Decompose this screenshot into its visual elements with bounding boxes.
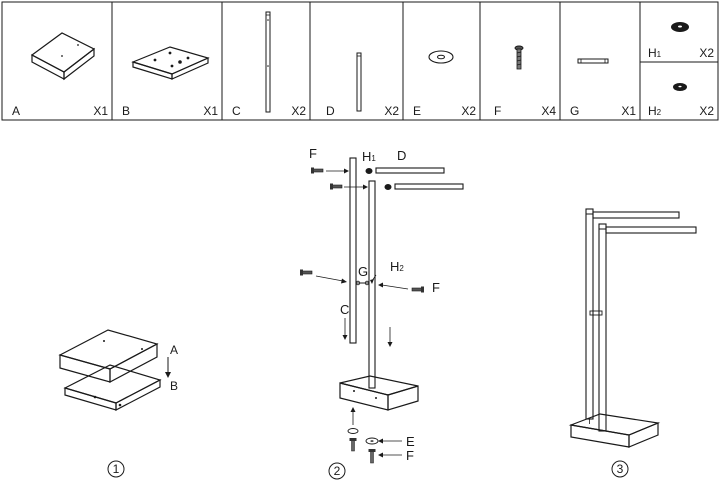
connector-rod-icon [577, 58, 609, 64]
step-2-label-c: C [340, 302, 349, 317]
screw-icon [330, 183, 343, 190]
step-2-label-e: E [406, 434, 415, 449]
washer-icon [428, 50, 454, 64]
step-1-illustration: A B [58, 329, 178, 411]
part-h1-label: H1 [648, 46, 662, 60]
step-2-label-d: D [397, 148, 406, 163]
part-a-letter: A [12, 104, 20, 118]
step-2-number: 2 [328, 462, 346, 480]
step-2-label-g: G [358, 264, 368, 279]
part-f-letter: F [494, 104, 501, 118]
part-c-letter: C [232, 104, 241, 118]
part-h1-letter: H [648, 46, 657, 60]
step-1-label-b: B [170, 379, 178, 393]
svg-text:3: 3 [617, 462, 624, 476]
step-1-number: 1 [107, 460, 125, 478]
part-h2-label: H2 [648, 104, 662, 118]
screw-icon [514, 45, 524, 70]
base-plate-icon [30, 32, 96, 81]
svg-text:2: 2 [334, 464, 341, 478]
part-h2-sub: 2 [657, 108, 662, 117]
part-h1-qty: X2 [699, 46, 714, 60]
large-cap-icon [671, 22, 689, 32]
step-2-label-f-bottom: F [406, 448, 414, 463]
part-d-qty: X2 [384, 104, 399, 118]
part-h1-sub: 1 [657, 50, 662, 59]
screw-icon [349, 438, 357, 452]
part-a-qty: X1 [93, 104, 108, 118]
step-2-label-h2: H2 [390, 259, 404, 274]
long-pole-icon [265, 11, 271, 113]
step-2-label-h1: H1 [362, 149, 376, 164]
part-e-qty: X2 [461, 104, 476, 118]
short-pole-icon [356, 52, 362, 112]
part-d-letter: D [326, 104, 335, 118]
part-e-letter: E [413, 104, 421, 118]
part-h2-letter: H [648, 104, 657, 118]
screw-icon [368, 449, 376, 464]
step-2-label-f-right: F [432, 280, 440, 295]
parts-table: A X1 B X1 C X2 D X2 E X2 F X4 G X1 H1 X2… [1, 1, 719, 121]
step-2-label-f-top: F [309, 146, 317, 161]
step-1-label-a: A [170, 343, 178, 357]
screw-icon [311, 167, 324, 174]
screw-icon [300, 269, 313, 276]
part-f-qty: X4 [541, 104, 556, 118]
svg-text:1: 1 [113, 462, 120, 476]
part-b-qty: X1 [203, 104, 218, 118]
part-b-letter: B [122, 104, 130, 118]
small-cap-icon [673, 83, 687, 91]
screw-icon [411, 286, 424, 293]
step-3-number: 3 [611, 460, 629, 478]
step-2-illustration: F H1 D G H2 F C E F [300, 146, 464, 464]
part-c-qty: X2 [291, 104, 306, 118]
part-g-qty: X1 [621, 104, 636, 118]
part-g-letter: G [570, 104, 579, 118]
part-h2-qty: X2 [699, 104, 714, 118]
step-3-illustration [568, 208, 697, 448]
base-plate-holes-icon [131, 46, 210, 80]
